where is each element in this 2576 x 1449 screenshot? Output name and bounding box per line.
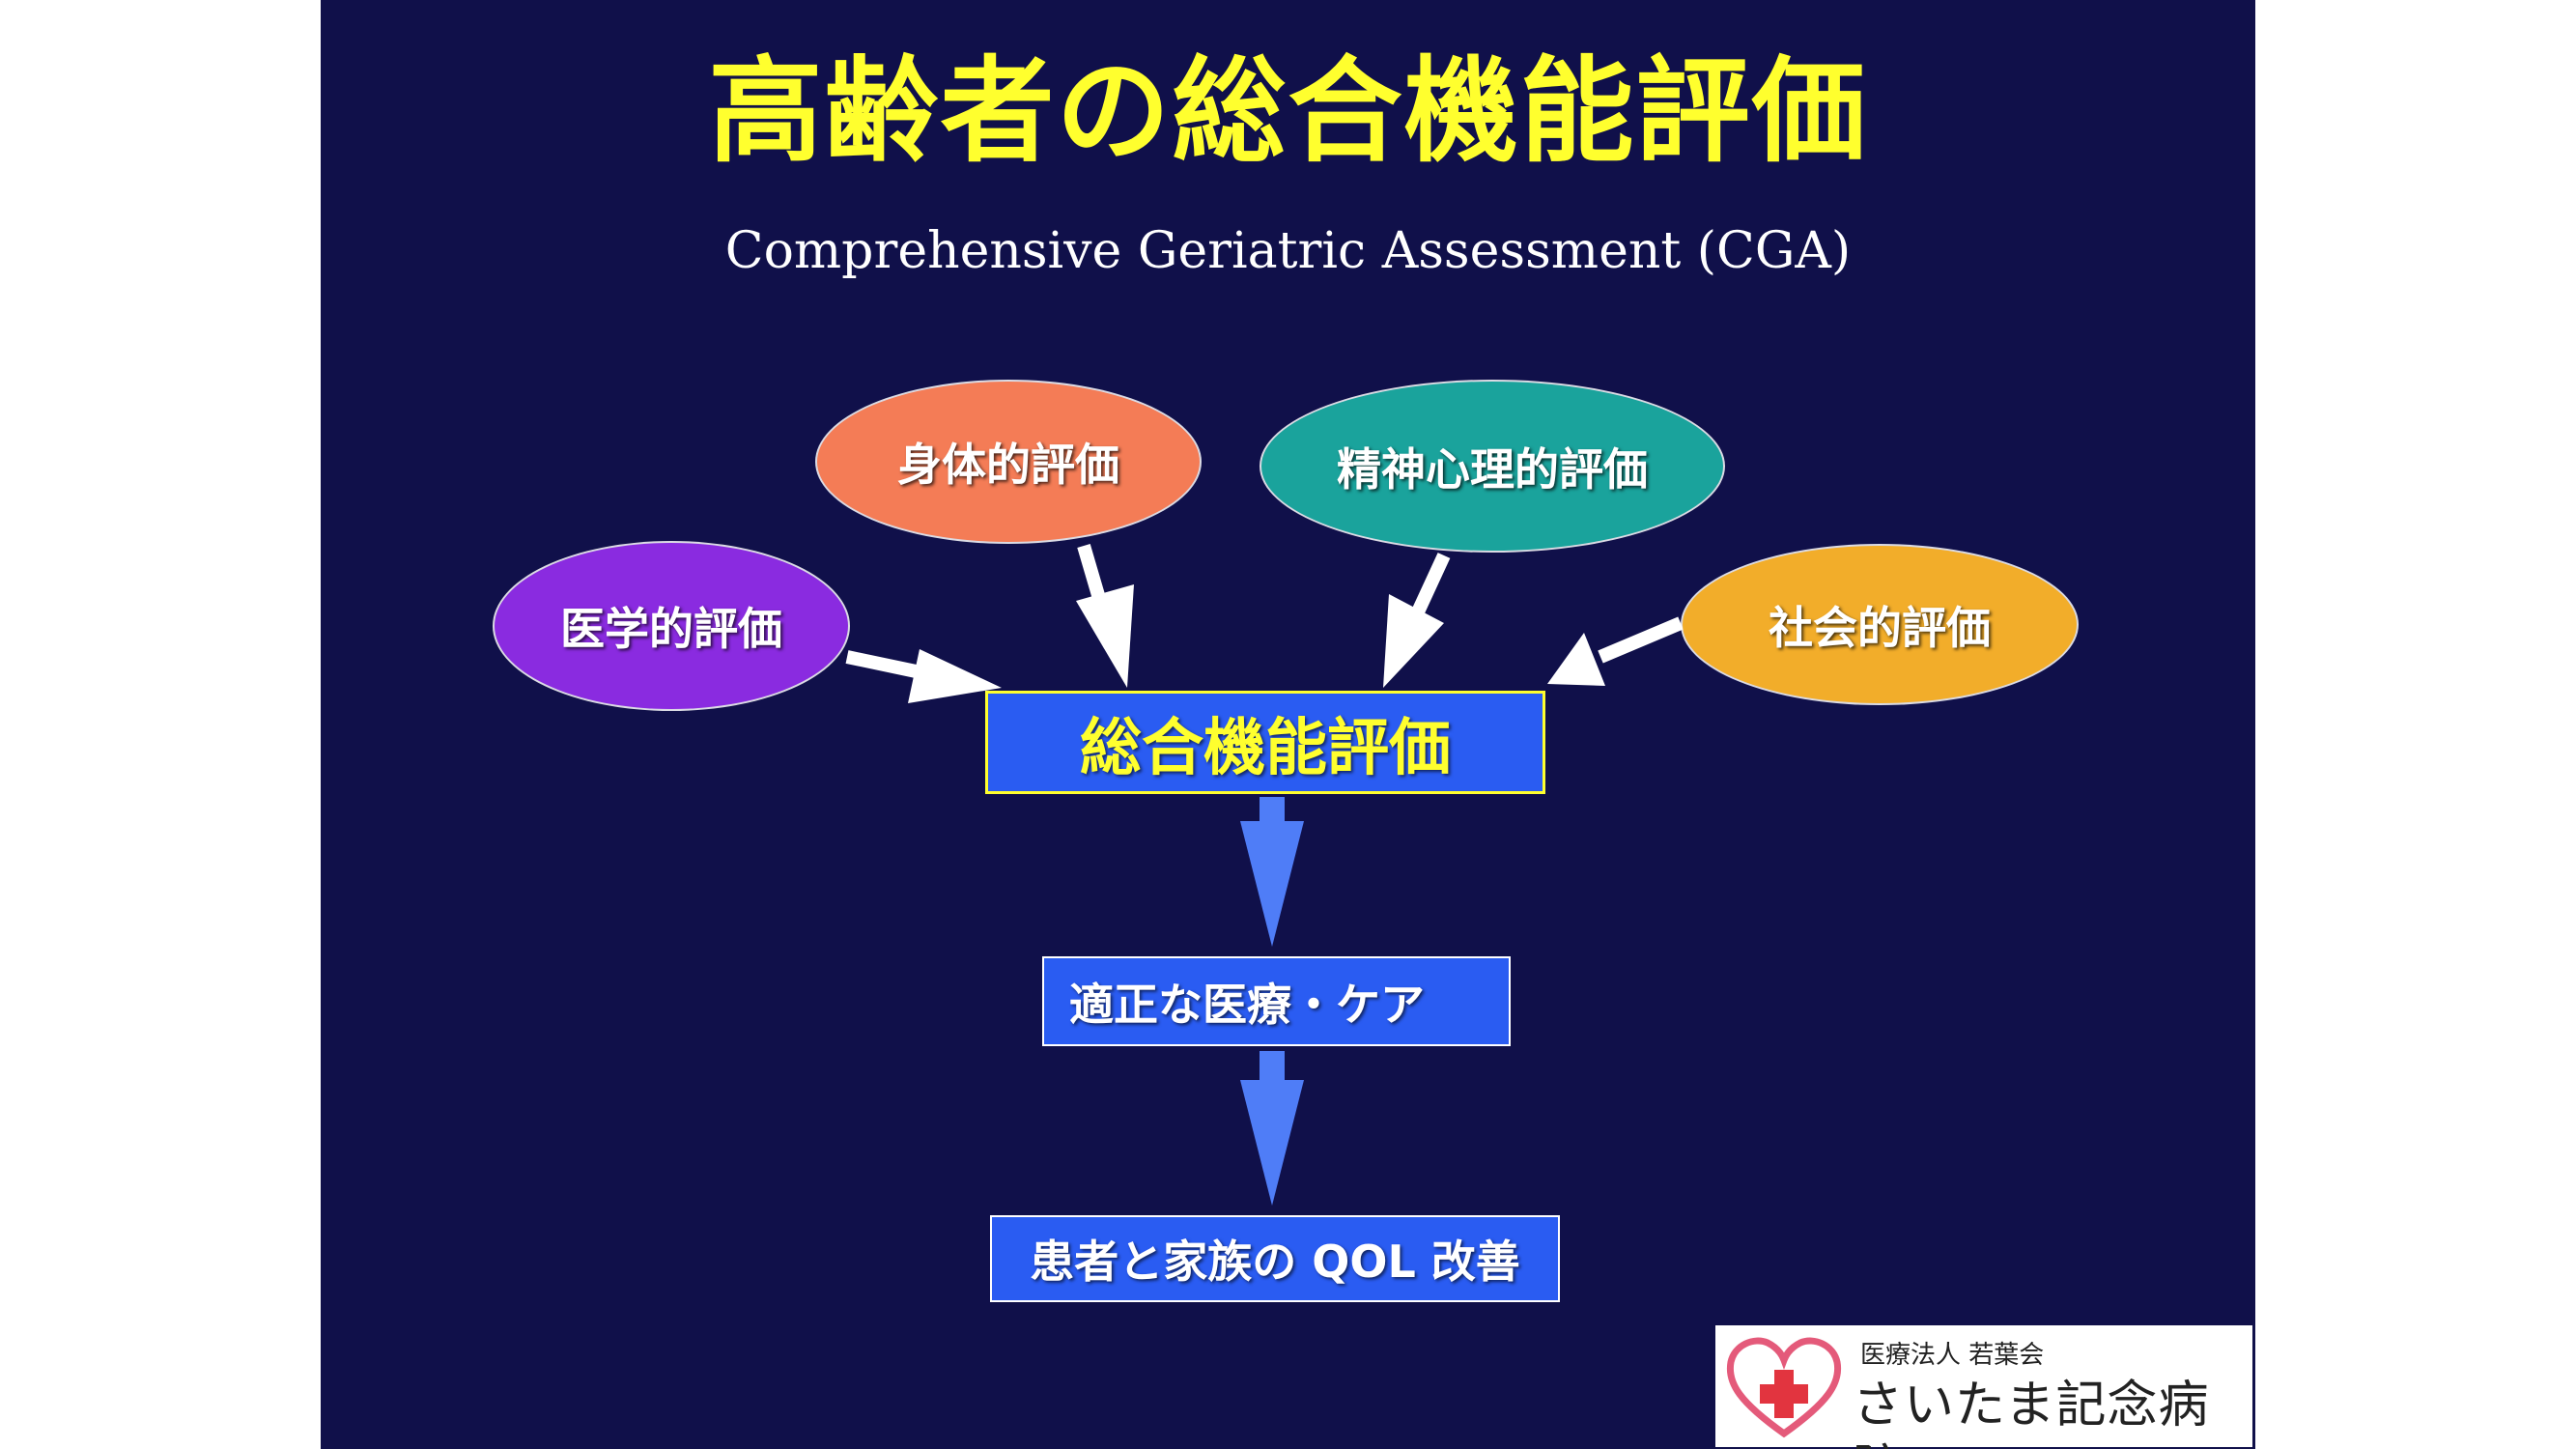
center-assessment-label: 総合機能評価 [1080, 712, 1451, 784]
hospital-logo: 医療法人 若葉会 さいたま記念病院 [1715, 1325, 2252, 1449]
ellipse-social-assessment: 社会的評価 [1683, 546, 2077, 703]
logo-org-name: 医療法人 若葉会 [1860, 1341, 2045, 1370]
ellipse-medical-assessment: 医学的評価 [495, 543, 848, 709]
ellipse-medical-label: 医学的評価 [560, 603, 782, 655]
center-assessment-box: 総合機能評価 [985, 691, 1545, 794]
appropriate-care-box: 適正な医療・ケア [1042, 956, 1511, 1046]
arrow-psychological-to-center [1383, 553, 1451, 688]
ellipse-physical-assessment: 身体的評価 [817, 382, 1200, 542]
arrow-care-to-qol [1240, 1051, 1304, 1206]
logo-hospital-name: さいたま記念病院 [1853, 1377, 2210, 1449]
arrow-physical-to-center [1076, 544, 1134, 688]
ellipse-psychological-assessment: 精神心理的評価 [1261, 382, 1723, 551]
heart-cross-icon [1726, 1337, 1842, 1438]
ellipse-social-label: 社会的評価 [1769, 601, 1991, 654]
ellipse-psychological-label: 精神心理的評価 [1337, 442, 1648, 496]
slide: 高齢者の総合機能評価 Comprehensive Geriatric Asses… [321, 0, 2255, 1449]
arrow-medical-to-center [845, 649, 1002, 703]
arrows-layer [845, 544, 1684, 1206]
qol-improvement-label: 患者と家族の QOL 改善 [1030, 1236, 1520, 1288]
arrow-social-to-center [1547, 616, 1684, 686]
qol-improvement-box: 患者と家族の QOL 改善 [990, 1215, 1560, 1302]
slide-title: 高齢者の総合機能評価 [708, 44, 1868, 178]
ellipse-physical-label: 身体的評価 [897, 439, 1119, 491]
arrow-center-to-care [1240, 797, 1304, 947]
slide-subtitle: Comprehensive Geriatric Assessment (CGA) [724, 222, 1852, 280]
appropriate-care-label: 適正な医療・ケア [1069, 978, 1425, 1031]
